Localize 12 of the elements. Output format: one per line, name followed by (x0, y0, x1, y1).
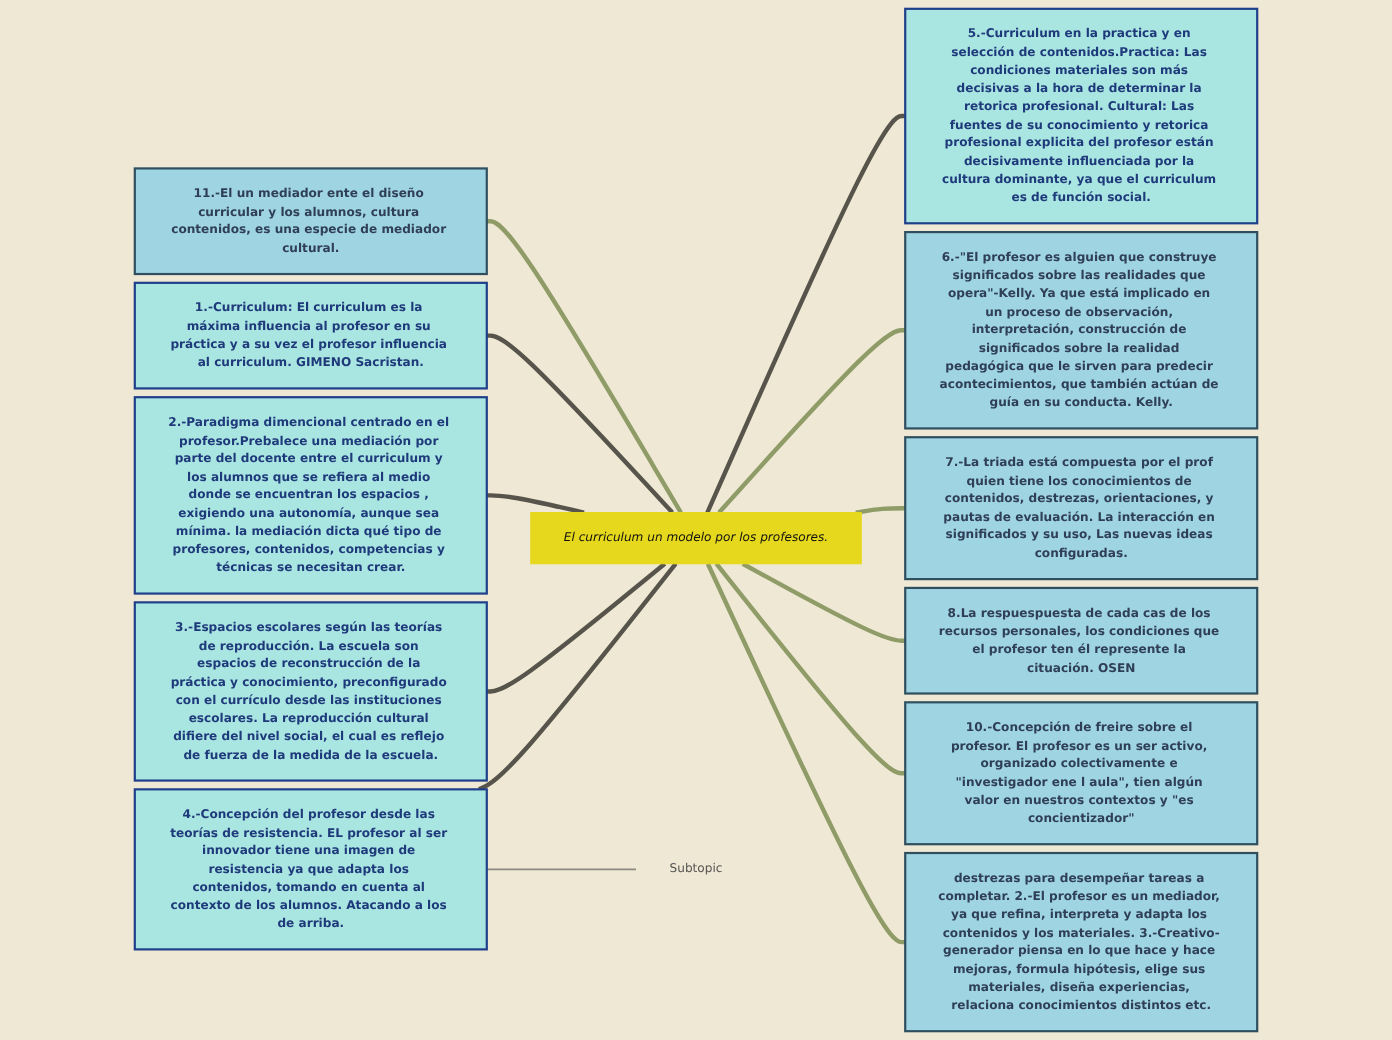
connector (741, 561, 906, 643)
connector (486, 333, 674, 515)
connector (705, 113, 906, 514)
connector (478, 562, 678, 792)
connector (855, 506, 906, 515)
connector (486, 493, 585, 515)
connector (486, 562, 667, 694)
connector (717, 328, 906, 515)
connector (705, 562, 906, 945)
connector (486, 219, 683, 514)
connector (485, 868, 638, 871)
connector (714, 562, 906, 776)
